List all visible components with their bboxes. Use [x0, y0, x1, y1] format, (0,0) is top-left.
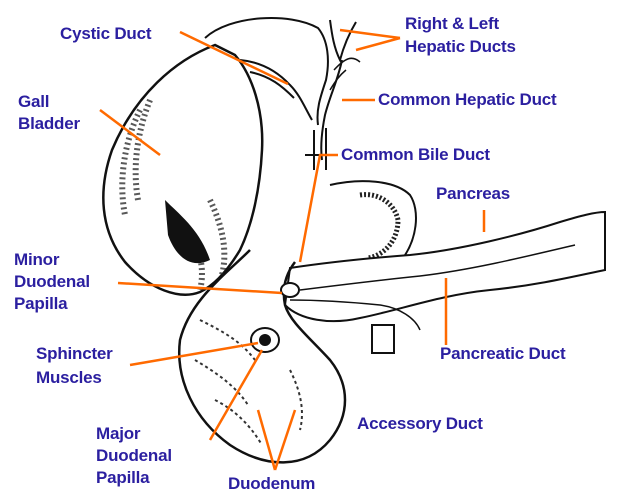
label-sphincter-line1: Sphincter	[36, 344, 113, 363]
label-pancreatic-duct: Pancreatic Duct	[440, 344, 566, 363]
minor-papilla-shape	[281, 283, 299, 297]
label-hepatic-ducts-line1: Right & Left	[405, 14, 499, 33]
label-cystic-duct: Cystic Duct	[60, 24, 151, 43]
leader-sphincter	[130, 343, 258, 365]
label-sphincter-line2: Muscles	[36, 368, 102, 387]
label-major-papilla-line3: Papilla	[96, 468, 149, 487]
leader-common-bile-duct	[300, 155, 338, 262]
pancreas-box-detail	[372, 325, 394, 353]
sphincter-shape	[259, 334, 271, 346]
label-minor-papilla-line2: Duodenal	[14, 272, 90, 291]
label-major-papilla-line2: Duodenal	[96, 446, 172, 465]
label-accessory-duct: Accessory Duct	[357, 414, 483, 433]
label-hepatic-ducts-line2: Hepatic Ducts	[405, 37, 516, 56]
label-gall-bladder-line2: Bladder	[18, 114, 80, 133]
leader-hepatic-ducts-b	[356, 38, 400, 50]
label-minor-papilla-line1: Minor	[14, 250, 59, 269]
label-common-bile-duct: Common Bile Duct	[341, 145, 490, 164]
common-bile-duct-shape	[305, 128, 335, 170]
leader-major-papilla	[210, 350, 262, 440]
label-duodenum: Duodenum	[228, 474, 315, 493]
label-common-hepatic-duct: Common Hepatic Duct	[378, 90, 557, 109]
label-minor-papilla-line3: Papilla	[14, 294, 67, 313]
label-major-papilla-line1: Major	[96, 424, 140, 443]
pylorus-shading	[360, 195, 398, 258]
label-gall-bladder-line1: Gall	[18, 92, 49, 111]
duodenum-folds	[195, 320, 302, 445]
label-pancreas: Pancreas	[436, 184, 510, 203]
